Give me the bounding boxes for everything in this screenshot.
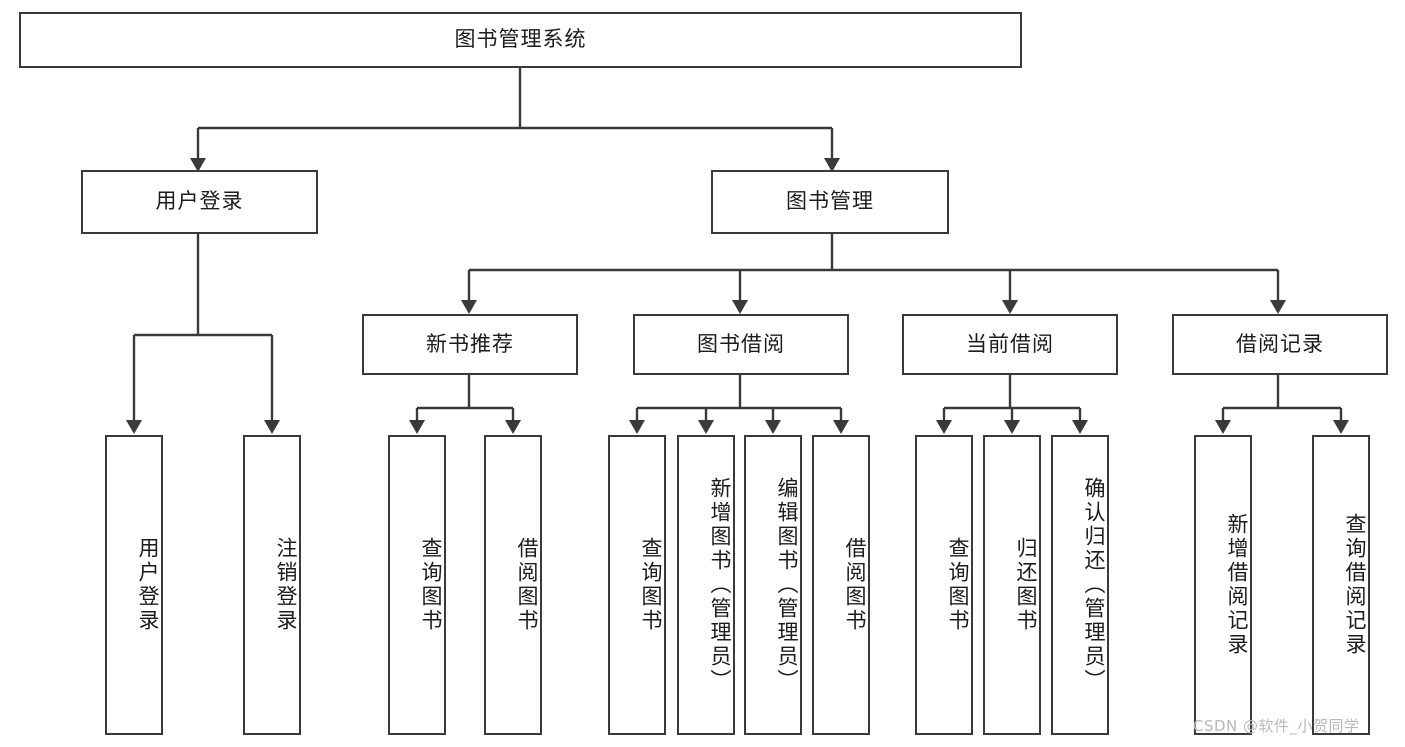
leaf-new-book-borrow[interactable]: 借阅图书 [484,435,542,735]
node-book-borrow-label: 图书借阅 [697,331,785,356]
leaf-borrow-borrow-book[interactable]: 借阅图书 [812,435,870,735]
leaf-current-return-book[interactable]: 归还图书 [983,435,1041,735]
leaf-record-add[interactable]: 新增借阅记录 [1194,435,1252,735]
leaf-new-book-query[interactable]: 查询图书 [388,435,446,735]
node-user-login-label: 用户登录 [155,189,244,214]
leaf-current-query-book[interactable]: 查询图书 [915,435,973,735]
leaf-user-login-login[interactable]: 用户登录 [105,435,163,735]
leaf-current-return-book-label: 归还图书 [1014,537,1038,633]
edges-newbook-to-leaves [409,375,521,434]
edges-root-to-level2 [190,68,840,172]
node-root-system[interactable]: 图书管理系统 [19,12,1022,68]
edges-userlogin-to-leaves [126,234,280,434]
node-borrow-record[interactable]: 借阅记录 [1172,314,1388,375]
leaf-record-query[interactable]: 查询借阅记录 [1312,435,1370,735]
node-borrow-record-label: 借阅记录 [1236,331,1324,356]
leaf-borrow-edit-book-label: 编辑图书（管理员） [775,477,799,693]
node-book-borrow[interactable]: 图书借阅 [633,314,849,375]
leaf-current-confirm-return[interactable]: 确认归还（管理员） [1051,435,1109,735]
node-book-management[interactable]: 图书管理 [711,170,949,234]
leaf-user-login-logout[interactable]: 注销登录 [243,435,301,735]
leaf-current-confirm-return-label: 确认归还（管理员） [1082,477,1106,693]
leaf-borrow-query-book-label: 查询图书 [639,537,663,633]
leaf-borrow-edit-book[interactable]: 编辑图书（管理员） [744,435,802,735]
leaf-borrow-add-book-label: 新增图书（管理员） [708,477,732,693]
leaf-borrow-query-book[interactable]: 查询图书 [608,435,666,735]
leaf-user-login-login-label: 用户登录 [136,537,160,633]
leaf-record-add-label: 新增借阅记录 [1225,513,1249,657]
edges-borrowrecord-to-leaves [1215,375,1349,434]
leaf-borrow-add-book[interactable]: 新增图书（管理员） [677,435,735,735]
leaf-current-query-book-label: 查询图书 [946,537,970,633]
edges-currentborrow-to-leaves [936,375,1088,434]
node-user-login[interactable]: 用户登录 [81,170,318,234]
node-new-book-recommend-label: 新书推荐 [426,331,514,356]
leaf-new-book-borrow-label: 借阅图书 [515,537,539,633]
leaf-new-book-query-label: 查询图书 [419,537,443,633]
leaf-record-query-label: 查询借阅记录 [1343,513,1367,657]
node-root-system-label: 图书管理系统 [454,27,587,52]
csdn-watermark: CSDN @软件_小贺同学 [1193,717,1360,735]
node-new-book-recommend[interactable]: 新书推荐 [362,314,578,375]
leaf-borrow-borrow-book-label: 借阅图书 [843,537,867,633]
node-book-management-label: 图书管理 [786,189,874,214]
leaf-user-login-logout-label: 注销登录 [274,537,298,633]
edges-bookmgmt-to-level3 [461,234,1286,314]
node-current-borrow[interactable]: 当前借阅 [902,314,1118,375]
node-current-borrow-label: 当前借阅 [966,331,1054,356]
edges-bookborrow-to-leaves [629,375,849,434]
